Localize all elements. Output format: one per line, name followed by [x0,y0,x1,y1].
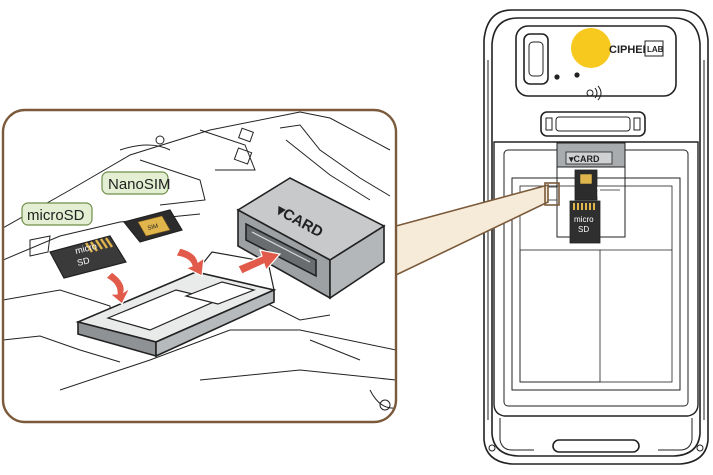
arrow-nanosim [175,247,205,277]
nanosim-mark: SIM [147,224,159,232]
nfc-icon [586,85,602,101]
device-microsd-mark-lower: SD [578,225,589,234]
battery-compartment [493,141,699,417]
callout-microsd-label: microSD [27,207,85,224]
microsd-card: micro SD [49,235,127,279]
zoom-detail: ▾CARD micro SD [1,108,398,424]
device-sim-mark: SIM [595,186,601,197]
arrow-microsd [104,271,132,305]
callout-nanosim: NanoSIM [101,171,171,195]
device-sim-tray: ▾CARD SIM micro SD [545,142,626,244]
device-slot-label: ▾CARD [568,154,600,164]
charging-port [552,439,640,453]
arrow-tray [237,249,282,275]
callout-microsd: microSD [21,202,93,226]
device-microsd-mark-upper: micro [574,215,594,224]
microsd-mark-lower: SD [76,255,91,268]
device-inner-outline [491,17,701,457]
camera-lens [523,33,549,85]
device-back-view: CIPHER LAB ▾CARD SIM [483,9,709,465]
callout-nanosim-label: NanoSIM [108,176,171,193]
card-slot-cover: ▾CARD [236,177,386,300]
expansion-connector [540,111,646,137]
brand-logo-circle [571,28,611,68]
nanosim-card: SIM [122,209,183,243]
brand-logo-left: CIPHER [609,44,651,56]
brand-logo-right: LAB [647,45,664,54]
sim-tray [75,251,277,358]
insertion-arrows [104,247,282,305]
zoom-frame [1,108,398,424]
